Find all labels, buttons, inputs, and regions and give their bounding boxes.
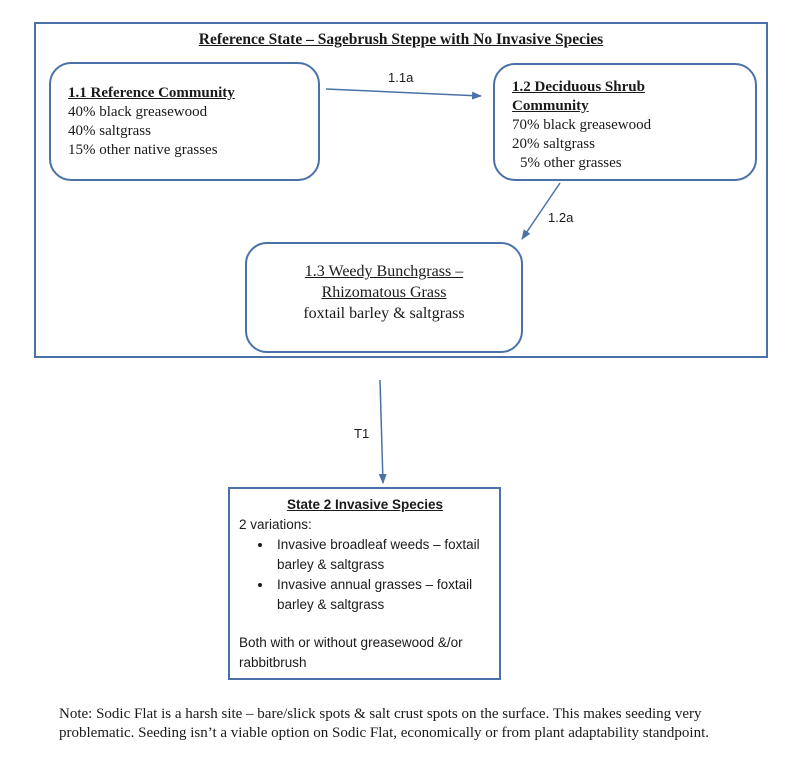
community-1-1-title: 1.1 Reference Community: [68, 85, 235, 101]
reference-state-box: [34, 22, 768, 358]
community-1-3-title: 1.3 Weedy Bunchgrass –: [304, 263, 464, 280]
arrow-1-1a: [325, 88, 482, 100]
community-1-3-title-cont: Rhizomatous Grass: [321, 284, 447, 301]
arrow-1-2a: [521, 182, 561, 240]
community-1-2-line: 70% black greasewood: [512, 117, 652, 133]
community-1-1-line: 15% other native grasses: [68, 142, 218, 158]
community-1-2-box: 1.2 Deciduous Shrub Community 70% black …: [493, 63, 757, 181]
transition-label-T1: T1: [354, 426, 370, 441]
community-1-1-line: 40% black greasewood: [68, 104, 208, 120]
state-2-intro: 2 variations:: [239, 517, 312, 532]
community-1-2-title: 1.2 Deciduous Shrub: [512, 79, 645, 95]
community-1-1-box: 1.1 Reference Community 40% black grease…: [49, 62, 320, 181]
transition-label-1-2a: 1.2a: [548, 210, 574, 225]
state-2-bullet: Invasive broadleaf weeds – foxtail barle…: [273, 535, 491, 575]
state-2-box: State 2 Invasive Species 2 variations: I…: [228, 487, 501, 680]
community-1-2-line: 5% other grasses: [520, 155, 622, 171]
note-text: Note: Sodic Flat is a harsh site – bare/…: [59, 706, 710, 741]
state-2-title: State 2 Invasive Species: [286, 497, 444, 512]
transition-label-1-1a: 1.1a: [388, 70, 414, 85]
community-1-3-line: foxtail barley & saltgrass: [303, 305, 465, 322]
reference-state-title: Reference State – Sagebrush Steppe with …: [198, 31, 604, 48]
state-2-bullet: Invasive annual grasses – foxtail barley…: [273, 575, 491, 615]
state-2-footer: Both with or without greasewood &/or rab…: [239, 635, 463, 670]
community-1-1-line: 40% saltgrass: [68, 123, 151, 139]
state-2-bullet-list: Invasive broadleaf weeds – foxtail barle…: [239, 535, 491, 615]
community-1-2-line: 20% saltgrass: [512, 136, 595, 152]
community-1-2-title-cont: Community: [512, 98, 589, 114]
arrow-T1: [378, 379, 387, 484]
community-1-3-box: 1.3 Weedy Bunchgrass – Rhizomatous Grass…: [245, 242, 523, 353]
